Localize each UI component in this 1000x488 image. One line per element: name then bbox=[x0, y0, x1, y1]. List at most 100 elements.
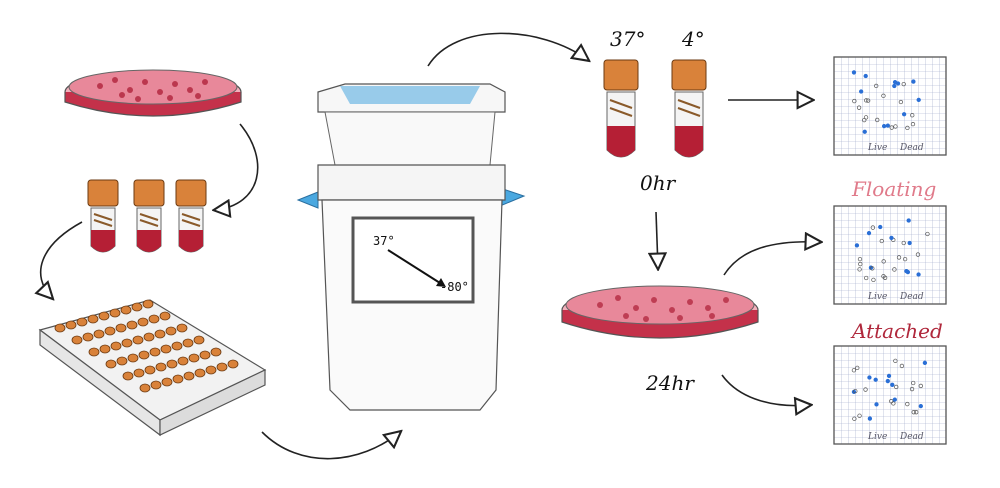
arrow-dish-to-tubes bbox=[215, 123, 259, 210]
label-time-24hr: 24hr bbox=[645, 371, 695, 395]
grid-floating-live-label: Live bbox=[867, 292, 887, 302]
dead-cell bbox=[905, 401, 910, 407]
arrow-dish-to-floating-grid bbox=[723, 242, 820, 276]
well bbox=[132, 335, 144, 345]
label-temp-4: 4° bbox=[681, 27, 705, 51]
well bbox=[126, 320, 138, 330]
well bbox=[122, 371, 134, 381]
well bbox=[65, 320, 77, 330]
well bbox=[54, 323, 66, 333]
live-cell bbox=[885, 378, 890, 384]
tubes-three bbox=[87, 179, 207, 253]
well bbox=[138, 350, 150, 360]
dead-cell bbox=[870, 225, 876, 230]
dead-cell bbox=[852, 416, 857, 421]
live-cell bbox=[867, 375, 872, 380]
dead-cell bbox=[891, 401, 896, 406]
live-cell bbox=[890, 382, 895, 387]
well bbox=[82, 332, 94, 342]
well bbox=[148, 314, 160, 324]
well bbox=[144, 365, 156, 375]
well bbox=[210, 347, 222, 357]
well bbox=[188, 353, 200, 363]
well bbox=[171, 341, 183, 351]
well bbox=[133, 368, 145, 378]
dead-cell bbox=[910, 113, 915, 118]
dead-cell bbox=[858, 261, 863, 267]
live-cell bbox=[889, 235, 894, 241]
dead-cell bbox=[894, 384, 899, 390]
live-cell bbox=[916, 272, 921, 277]
well bbox=[182, 338, 194, 348]
dead-cell bbox=[893, 358, 898, 364]
well bbox=[143, 332, 155, 342]
well bbox=[216, 362, 228, 372]
live-cell bbox=[892, 397, 897, 402]
dead-cell bbox=[862, 117, 867, 123]
dead-cell bbox=[911, 410, 916, 415]
well bbox=[227, 359, 239, 369]
live-cell bbox=[874, 402, 879, 407]
dead-cell bbox=[898, 99, 904, 105]
dead-cell bbox=[856, 105, 862, 110]
live-cell bbox=[854, 243, 860, 248]
dead-cell bbox=[881, 259, 886, 264]
dead-cell bbox=[863, 387, 868, 392]
petri-dish-start bbox=[64, 69, 242, 117]
well bbox=[110, 341, 122, 351]
well bbox=[98, 311, 110, 321]
live-cell bbox=[906, 218, 911, 223]
dead-cell bbox=[871, 277, 876, 283]
freezer-handle-left bbox=[296, 191, 319, 209]
well bbox=[137, 317, 149, 327]
dead-cell bbox=[881, 274, 886, 279]
dead-cell bbox=[851, 368, 857, 373]
live-cell bbox=[916, 97, 921, 103]
arrow-0hr-to-dish bbox=[656, 211, 658, 268]
dead-cell bbox=[910, 121, 916, 127]
well bbox=[165, 326, 177, 336]
well bbox=[93, 329, 105, 339]
live-cell bbox=[881, 123, 887, 129]
dead-cell bbox=[879, 238, 884, 244]
dead-cell bbox=[902, 256, 908, 262]
well bbox=[155, 362, 167, 372]
well bbox=[104, 326, 116, 336]
well bbox=[116, 356, 128, 366]
well bbox=[120, 305, 132, 315]
label-floating: Floating bbox=[851, 177, 936, 201]
dead-cell bbox=[911, 380, 916, 386]
well bbox=[176, 323, 188, 333]
well bbox=[159, 311, 171, 321]
dead-cell bbox=[925, 231, 930, 237]
freezer-start-temp: 37° bbox=[373, 234, 395, 248]
live-cell bbox=[851, 70, 857, 75]
label-temp-37: 37° bbox=[610, 27, 645, 51]
grid-0hr-dead-label: Dead bbox=[899, 143, 924, 153]
well bbox=[131, 302, 143, 312]
well bbox=[199, 350, 211, 360]
grid-attached-live-label: Live bbox=[867, 432, 887, 442]
live-cell bbox=[863, 73, 868, 79]
freezer-end-temp: -80° bbox=[440, 280, 469, 294]
well bbox=[177, 356, 189, 366]
live-cell bbox=[885, 123, 891, 128]
live-cell bbox=[886, 373, 892, 379]
dead-cell bbox=[857, 413, 862, 418]
dead-cell bbox=[875, 117, 880, 123]
dead-cell bbox=[857, 267, 862, 272]
well bbox=[121, 338, 133, 348]
well bbox=[183, 371, 195, 381]
dead-cell bbox=[915, 252, 921, 257]
dead-cell bbox=[901, 240, 906, 246]
live-cell bbox=[873, 377, 878, 382]
dead-cell bbox=[914, 410, 919, 415]
dead-cell bbox=[864, 98, 869, 103]
arrow-tubes-to-plate bbox=[41, 221, 83, 298]
well bbox=[194, 368, 206, 378]
grid-0hr: Live Dead bbox=[833, 56, 947, 156]
arrow-plate-to-freezer bbox=[261, 432, 400, 460]
dead-cell bbox=[899, 363, 905, 369]
